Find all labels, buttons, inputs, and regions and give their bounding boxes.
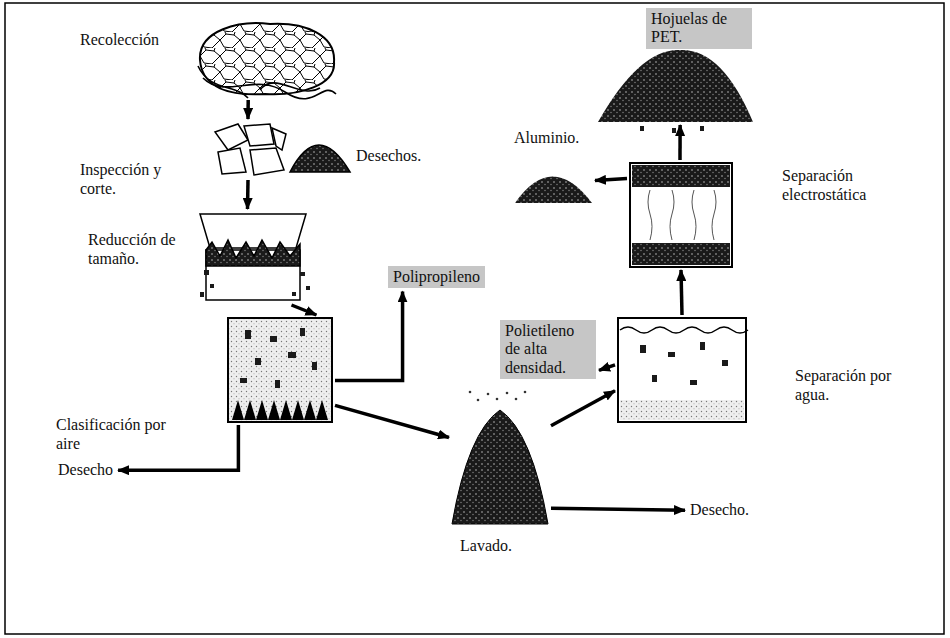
tank xyxy=(618,318,746,422)
process-stage: Clasificación por aire xyxy=(228,318,332,422)
water-spray xyxy=(469,391,527,402)
process-stage: Recolección xyxy=(195,22,335,97)
stage-label: Desechos. xyxy=(356,146,421,165)
stage-label: Hojuelas de PET. xyxy=(646,8,752,49)
flow-arrow xyxy=(599,365,615,370)
field-lines xyxy=(648,190,716,240)
output-label: Desecho. xyxy=(688,500,751,520)
stage-label: Clasificación por aire xyxy=(56,415,178,453)
piece xyxy=(250,148,284,175)
bale-illustration xyxy=(198,23,336,99)
piece xyxy=(218,148,246,174)
hopper xyxy=(200,214,306,248)
process-stage: Reducción de tamaño. xyxy=(198,212,308,302)
flow-arrow xyxy=(678,125,682,160)
node-text: Polipropileno xyxy=(393,268,480,286)
node-text: Desecho. xyxy=(690,501,749,519)
pet-pile xyxy=(598,50,753,122)
washed-pile xyxy=(452,410,548,524)
pet-flakes xyxy=(598,50,753,133)
flakes xyxy=(240,328,317,388)
output-label: Desecho xyxy=(56,460,115,480)
floating-flakes xyxy=(640,342,728,385)
flow-arrow xyxy=(551,508,685,510)
water-tank xyxy=(618,318,748,422)
washing xyxy=(452,391,548,524)
frame xyxy=(5,3,944,634)
stage-label: Recolección xyxy=(80,30,159,49)
separator-box xyxy=(630,163,732,267)
product-box: Polipropileno xyxy=(388,266,485,288)
sediment xyxy=(620,400,744,420)
process-stage: Separación electrostática xyxy=(630,163,732,267)
node-text: Desecho xyxy=(58,461,113,479)
flow-arrow xyxy=(551,391,615,426)
process-stage: Separación por agua. xyxy=(618,318,746,422)
electrostatic-separator xyxy=(630,163,732,267)
water-surface xyxy=(620,327,748,333)
stage-label: Separación por agua. xyxy=(795,366,905,404)
flow-arrow xyxy=(595,179,627,181)
shredded-material xyxy=(206,240,300,266)
stage-label: Inspección y corte. xyxy=(80,160,180,198)
process-stage: Aluminio. xyxy=(515,158,592,203)
piece xyxy=(244,124,274,146)
flow-arrow xyxy=(335,405,449,437)
flow-arrow xyxy=(292,305,317,315)
air-classifier xyxy=(228,318,332,422)
top-band xyxy=(632,165,730,187)
process-stage: Desechos. xyxy=(290,128,350,172)
process-stage: Lavado. xyxy=(452,408,548,526)
node-text: Polietileno de alta densidad. xyxy=(505,322,591,377)
process-stage: Hojuelas de PET. xyxy=(598,48,753,122)
strings xyxy=(198,66,336,99)
flow-arrow xyxy=(246,180,250,209)
flow-arrow xyxy=(335,291,403,380)
air-nozzles xyxy=(232,400,328,420)
flow-arrow xyxy=(246,100,250,119)
falling-chips xyxy=(200,270,310,297)
piece xyxy=(272,128,286,150)
cut-pieces xyxy=(215,124,350,175)
product-box: Polietileno de alta densidad. xyxy=(500,320,596,379)
flow-arrow xyxy=(681,270,682,315)
piece xyxy=(215,124,248,150)
aluminium-pile xyxy=(515,177,592,204)
stage-label: Separación electrostática xyxy=(782,166,932,204)
classifier-box xyxy=(228,318,332,422)
stage-label: Lavado. xyxy=(460,536,512,555)
stage-label: Aluminio. xyxy=(514,128,579,147)
shredder xyxy=(200,214,310,300)
process-stage: Inspección y corte. xyxy=(212,122,287,177)
bottom-band xyxy=(632,243,730,265)
stage-label: Reducción de tamaño. xyxy=(88,230,188,268)
waste-pile xyxy=(290,145,350,172)
